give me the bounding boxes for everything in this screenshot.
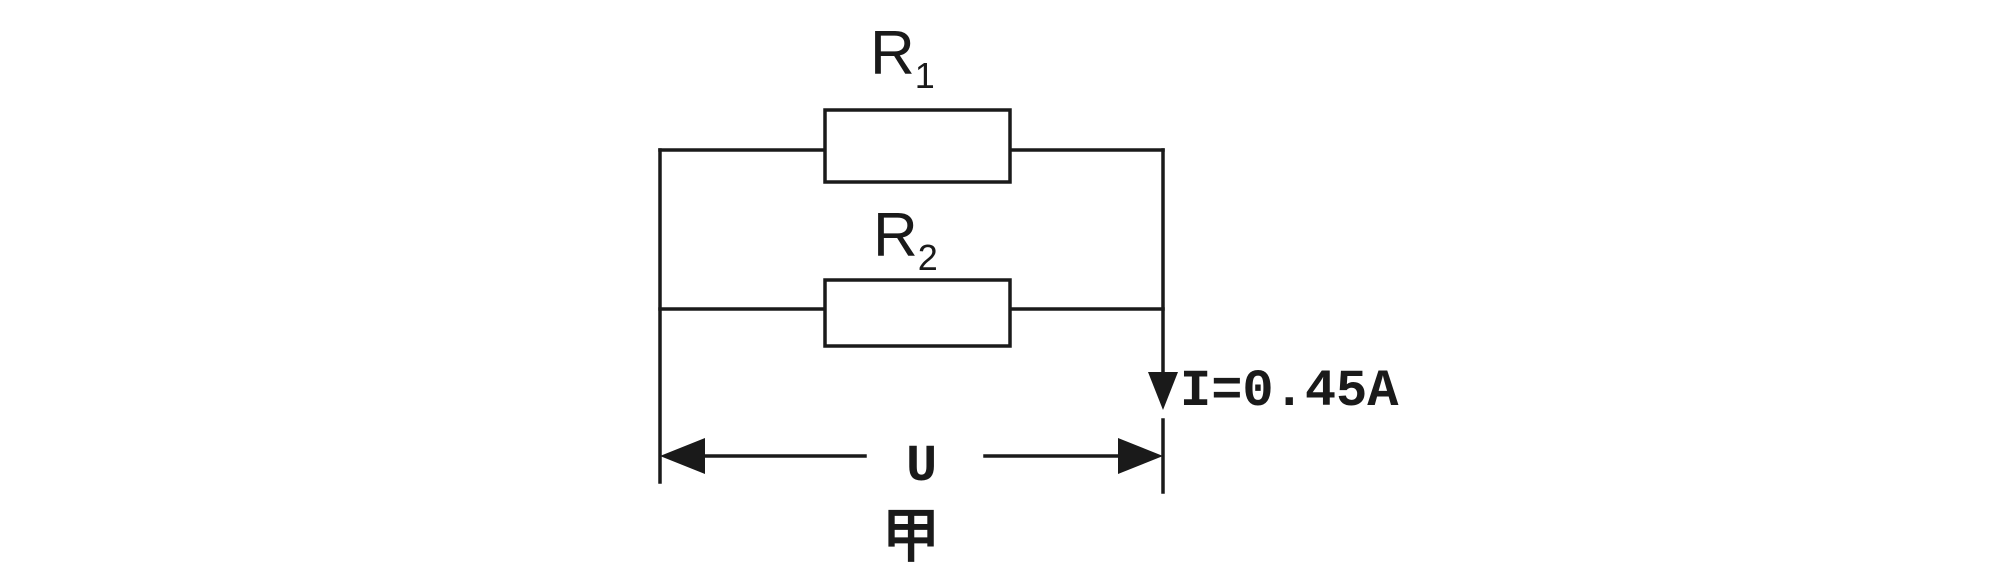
current-label: I=0.45A: [1180, 362, 1399, 421]
resistor-r1: [823, 108, 1012, 184]
resistor-r2-label: R2: [873, 201, 938, 278]
resistor-r2-letter: R: [873, 201, 918, 270]
voltage-arrow-right-icon: [1118, 438, 1163, 474]
current-arrow-icon: [1148, 372, 1178, 410]
resistor-r2-subscript: 2: [918, 237, 938, 278]
resistor-r1-subscript: 1: [915, 55, 935, 96]
resistor-r2: [823, 278, 1012, 348]
figure-caption: 甲: [882, 502, 940, 570]
voltage-arrow-left-icon: [660, 438, 705, 474]
resistor-r1-letter: R: [870, 19, 915, 88]
resistor-r1-label: R1: [870, 19, 935, 96]
voltage-label: U: [906, 437, 937, 496]
